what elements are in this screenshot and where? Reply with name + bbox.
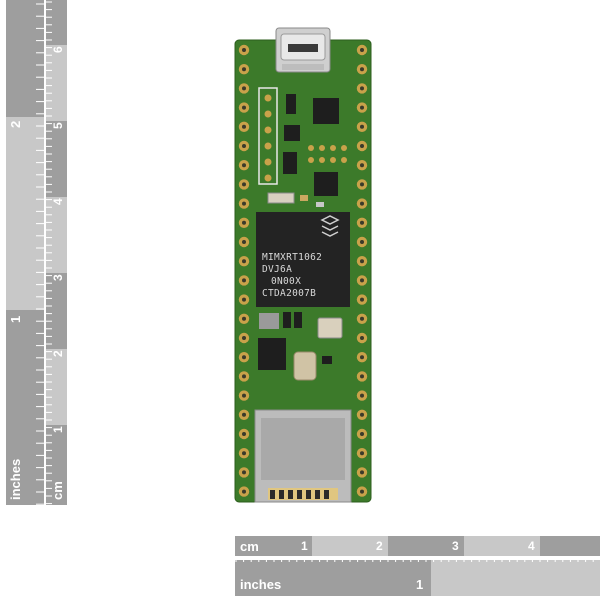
pin-hole [360, 278, 364, 283]
pin-hole [242, 105, 246, 110]
ruler-h-cm-3: 3 [452, 539, 459, 553]
pin-hole [242, 489, 246, 494]
pin-hole [360, 48, 364, 52]
pin-hole [242, 182, 246, 187]
pin-hole [242, 124, 246, 129]
micro-usb-connector [275, 27, 331, 73]
pin-hole [360, 432, 364, 436]
pin-hole [360, 316, 364, 321]
ruler-h-cm-1: 1 [301, 539, 308, 553]
ruler-h-cm-label: cm [240, 539, 259, 554]
ruler-h-inch-label: inches [240, 577, 281, 592]
pin-hole [360, 336, 364, 340]
teensy-board: MIMXRT1062 DVJ6A 0N00X CTDA2007B [234, 27, 372, 503]
pin-hole [360, 163, 364, 168]
ruler-v-cm-6: 6 [51, 46, 65, 53]
ruler-v-cm-1: 1 [51, 426, 65, 433]
pin-hole [242, 432, 246, 436]
pin-hole [242, 393, 246, 398]
pin-hole [360, 86, 364, 91]
pin-hole [242, 67, 246, 72]
pin-hole [360, 220, 364, 225]
pin-header-pads [238, 44, 368, 497]
pin-hole [360, 489, 364, 494]
microsd-slot [254, 409, 352, 503]
ruler-h-cm-2: 2 [376, 539, 383, 553]
pin-hole [360, 144, 364, 148]
pin-hole [242, 144, 246, 148]
ruler-v-cm-2: 2 [51, 350, 65, 357]
pin-hole [242, 470, 246, 475]
pin-hole [242, 316, 246, 321]
ruler-v-cm-4: 4 [51, 198, 65, 205]
pin-hole [360, 201, 364, 206]
pin-hole [360, 355, 364, 360]
pin-hole [242, 297, 246, 302]
ruler-h-cm-4: 4 [528, 539, 535, 553]
pin-hole [242, 259, 246, 264]
chip-line-1: MIMXRT1062 [262, 252, 322, 263]
ruler-v-inch-label: inches [8, 459, 23, 500]
flash-chip [258, 338, 286, 370]
chip-line-4: CTDA2007B [262, 288, 316, 299]
pin-hole [242, 374, 246, 379]
pin-hole [242, 48, 246, 52]
ruler-v-inch-2: 2 [8, 121, 23, 128]
ruler-v-cm-label: cm [50, 481, 65, 500]
pin-hole [360, 67, 364, 72]
ruler-v-inch-1: 1 [8, 316, 23, 323]
pin-hole [242, 336, 246, 340]
pin-hole [360, 412, 364, 417]
pin-hole [242, 220, 246, 225]
horizontal-ruler: cm 1 2 3 4 inches 1 [235, 536, 600, 596]
pin-hole [242, 201, 246, 206]
pin-hole [360, 393, 364, 398]
pin-hole [242, 278, 246, 283]
pin-hole [242, 451, 246, 456]
vertical-ruler: 1 2 3 4 5 6 cm 1 2 inches [6, 0, 67, 505]
ic-chip [313, 98, 339, 124]
pin-hole [360, 240, 364, 244]
pin-hole [360, 297, 364, 302]
pin-hole [360, 182, 364, 187]
processor-chip: MIMXRT1062 DVJ6A 0N00X CTDA2007B [256, 212, 350, 307]
pin-hole [360, 374, 364, 379]
pin-hole [242, 412, 246, 417]
chip-line-3: 0N00X [271, 276, 301, 287]
pin-hole [360, 451, 364, 456]
ruler-v-cm-5: 5 [51, 122, 65, 129]
pin-hole [360, 259, 364, 264]
pin-hole [242, 163, 246, 168]
chip-line-2: DVJ6A [262, 264, 292, 275]
ruler-v-cm-3: 3 [51, 274, 65, 281]
pin-hole [242, 240, 246, 244]
pin-hole [242, 86, 246, 91]
ruler-h-inch-1: 1 [416, 577, 423, 592]
pin-hole [360, 105, 364, 110]
program-button [293, 351, 317, 381]
pin-hole [360, 470, 364, 475]
pin-hole [242, 355, 246, 360]
pin-hole [360, 124, 364, 129]
